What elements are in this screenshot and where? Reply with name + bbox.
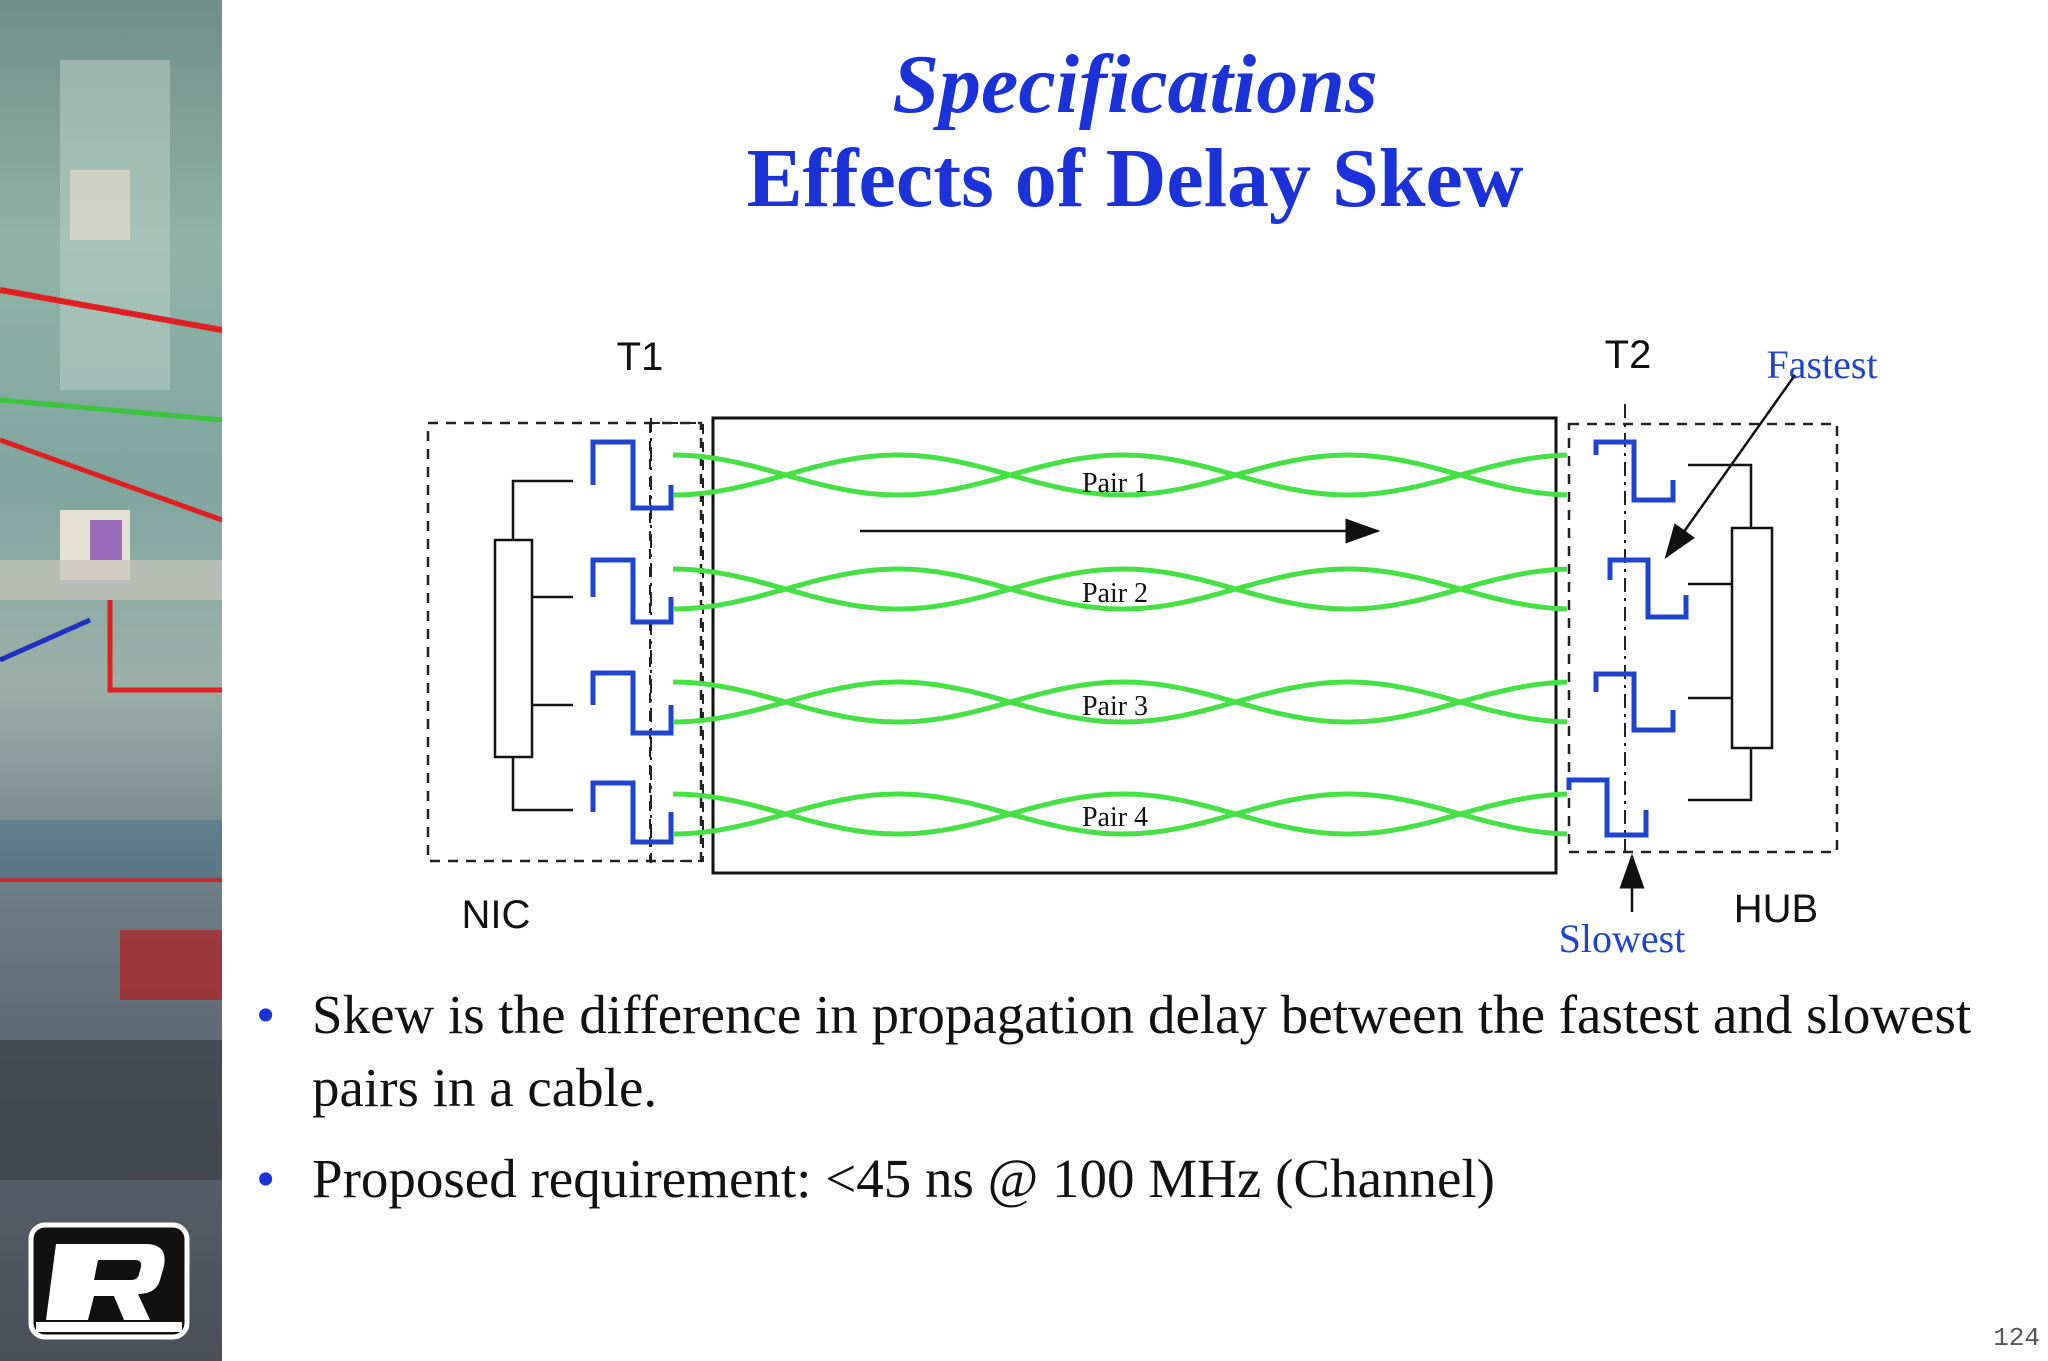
bullet-dot-icon: • <box>256 1148 276 1209</box>
bullet-dot-icon: • <box>256 984 276 1045</box>
nic-transceiver-block <box>493 538 534 759</box>
bullet-item: • Proposed requirement: <45 ns @ 100 MHz… <box>250 1142 2010 1215</box>
fastest-label: Fastest <box>1766 342 1877 387</box>
pair-1-wire-1 <box>672 452 1568 498</box>
t2-label: T2 <box>1605 333 1652 377</box>
delay-skew-diagram: Pair 1 Pair 2 Pair 3 Pair 4 T1 T2 NIC HU… <box>426 333 1878 961</box>
hub-boundary <box>1567 422 1839 854</box>
hub-label: HUB <box>1734 887 1818 931</box>
pair-3-label: Pair 3 <box>1082 691 1148 722</box>
pair-3-wire-2 <box>672 679 1568 725</box>
pair-2-label: Pair 2 <box>1082 578 1148 609</box>
hub-transceiver-block <box>1730 526 1774 750</box>
bullet-item: • Skew is the difference in propagation … <box>250 978 2010 1124</box>
nic-boundary <box>426 421 703 863</box>
twisted-pair-wires <box>672 452 1568 837</box>
fastest-pointer-arrow <box>1664 374 1797 560</box>
bullet-text: Proposed requirement: <45 ns @ 100 MHz (… <box>312 1148 1495 1209</box>
pair-3-wire-1 <box>672 679 1568 725</box>
pair-2-wire-1 <box>672 566 1568 612</box>
pair-4-wire-2 <box>672 791 1568 837</box>
bullet-list: • Skew is the difference in propagation … <box>250 978 2010 1233</box>
pair-1-label: Pair 1 <box>1082 468 1148 499</box>
pair-4-label: Pair 4 <box>1082 802 1148 833</box>
nic-label: NIC <box>462 893 531 937</box>
bullet-text: Skew is the difference in propagation de… <box>312 984 1972 1118</box>
decorative-sidebar-image <box>0 0 222 1361</box>
pair-4-wire-1 <box>672 791 1568 837</box>
pair-2-wire-2 <box>672 566 1568 612</box>
page-number: 124 <box>1993 1323 2040 1353</box>
cable-box <box>711 416 1558 875</box>
title-line-2: Effects of Delay Skew <box>746 132 1524 225</box>
hub-pulses <box>1566 439 1689 838</box>
slowest-label: Slowest <box>1559 916 1686 961</box>
t1-label: T1 <box>617 335 664 379</box>
pair-1-wire-2 <box>672 452 1568 498</box>
slide-title: Specifications Effects of Delay Skew <box>222 38 2048 226</box>
company-logo <box>28 1222 190 1340</box>
nic-pulses <box>590 439 674 845</box>
title-line-1: Specifications <box>892 38 1378 131</box>
